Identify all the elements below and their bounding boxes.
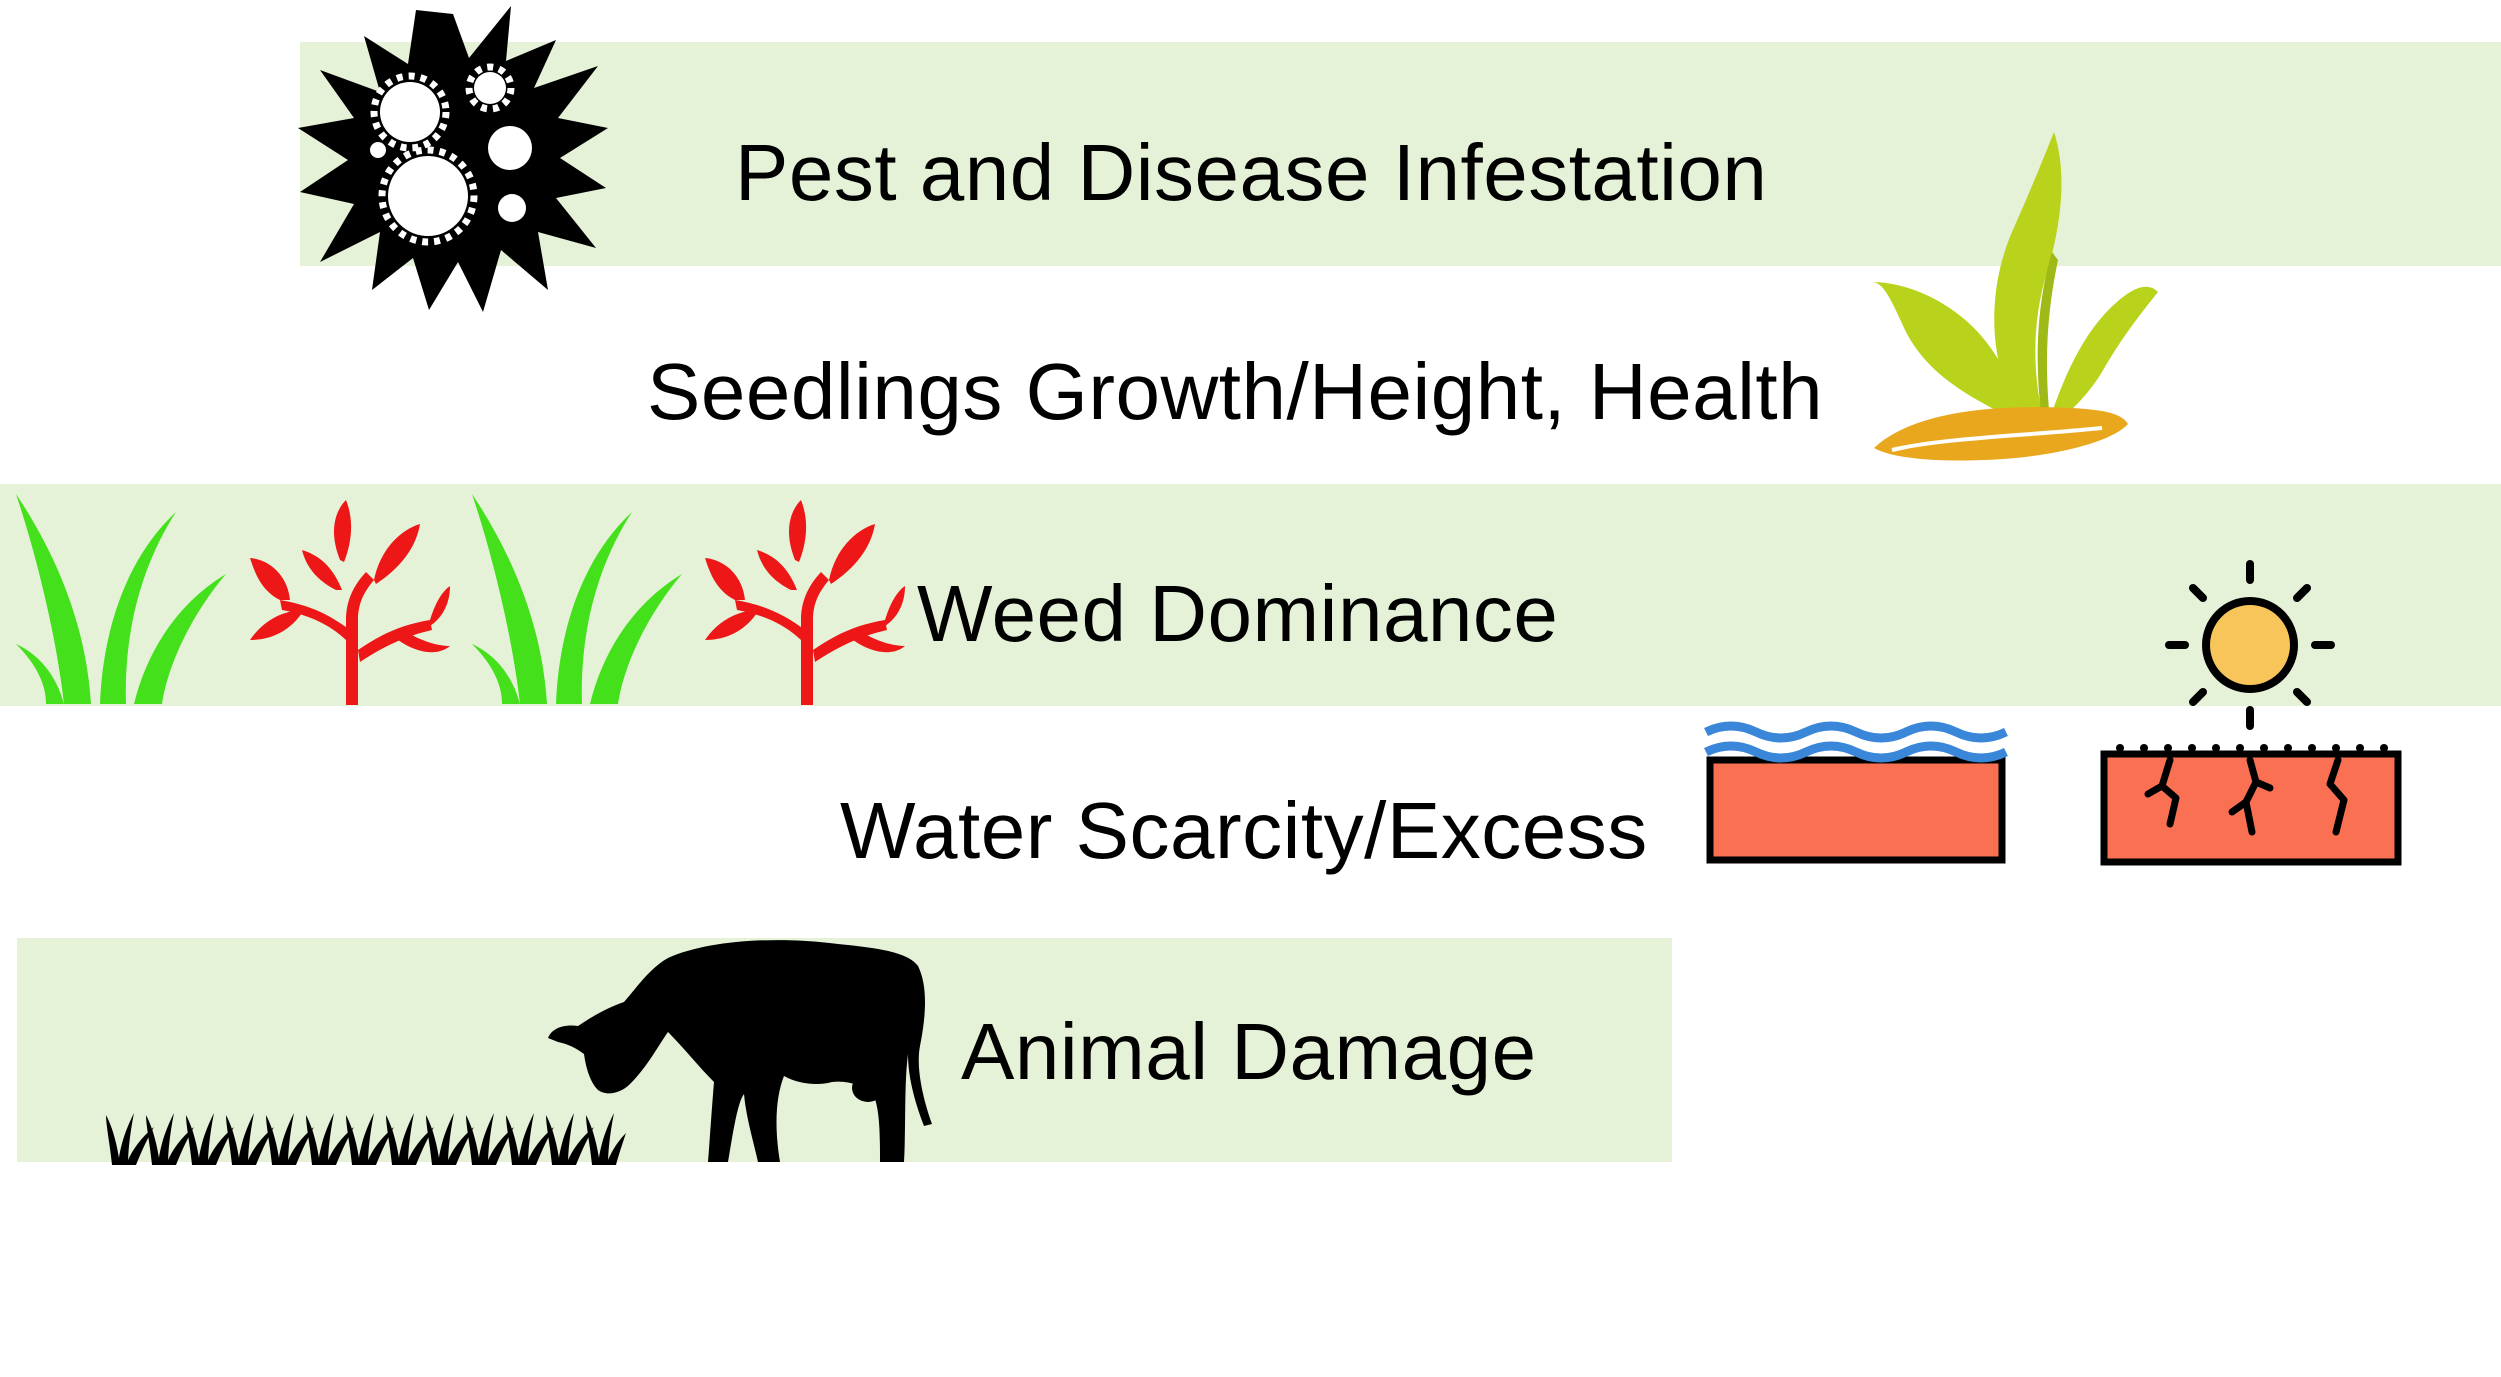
label-animal-damage: Animal Damage bbox=[961, 1007, 1537, 1096]
grass-row-icon bbox=[106, 1113, 626, 1165]
cow-icon bbox=[548, 940, 932, 1162]
label-weed-dominance: Weed Dominance bbox=[917, 569, 1559, 658]
label-pest-disease: Pest and Disease Infestation bbox=[735, 128, 1768, 217]
dry-cracked-soil-icon bbox=[2100, 744, 2402, 866]
virus-icon bbox=[298, 6, 608, 312]
label-seedlings-growth: Seedlings Growth/Height, Health bbox=[647, 347, 1824, 436]
weed-icon bbox=[250, 500, 450, 705]
weed-icon bbox=[705, 500, 905, 705]
band-pest bbox=[300, 42, 2501, 266]
label-water-scarcity: Water Scarcity/Excess bbox=[840, 786, 1648, 875]
grass-icon bbox=[16, 494, 226, 704]
flooded-soil-icon bbox=[1704, 721, 2008, 864]
sun-icon bbox=[2165, 560, 2335, 730]
band-weed bbox=[0, 484, 2501, 706]
seedling-icon bbox=[1872, 132, 2158, 461]
grass-icon bbox=[472, 494, 682, 704]
